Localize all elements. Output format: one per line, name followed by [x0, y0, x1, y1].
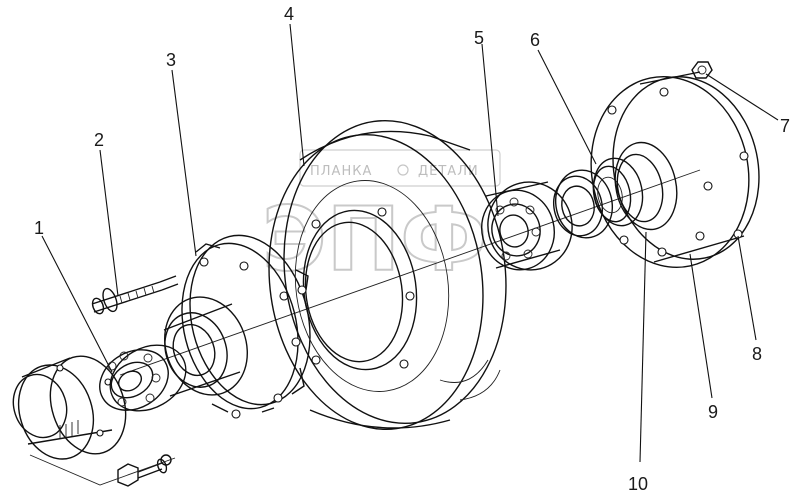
leader-5 — [481, 43, 499, 217]
callout-9: 9 — [708, 402, 718, 422]
leader-lines — [41, 23, 779, 463]
seal-ring — [553, 169, 613, 239]
leader-7 — [705, 73, 779, 121]
leader-2 — [99, 149, 119, 297]
inner-bearing — [481, 181, 573, 271]
backing-plate — [590, 71, 760, 268]
callout-2: 2 — [94, 130, 104, 150]
watermark-text-left: ПЛАНКА — [310, 164, 372, 179]
leader-8 — [737, 235, 757, 341]
leader-1 — [41, 235, 113, 373]
leader-4 — [289, 23, 305, 167]
nut — [691, 61, 713, 79]
assembly-axis — [119, 169, 701, 376]
leader-10 — [639, 231, 647, 463]
callout-8: 8 — [752, 344, 762, 364]
callout-4: 4 — [284, 4, 294, 24]
watermark-gear-icon — [397, 164, 409, 176]
watermark-logo: ЭПФ — [262, 188, 488, 291]
stud-bolt — [91, 275, 179, 315]
watermark-text-right: ДЕТАЛИ — [418, 164, 479, 179]
wheel-hub — [163, 234, 311, 419]
callouts: 1 2 3 4 5 6 7 8 9 10 — [34, 4, 790, 494]
callout-7: 7 — [780, 116, 790, 136]
cap-bolt — [29, 454, 176, 487]
leader-6 — [537, 49, 597, 165]
leader-3 — [171, 69, 197, 257]
callout-6: 6 — [530, 30, 540, 50]
outer-bearing — [99, 344, 187, 412]
leader-9 — [689, 253, 713, 399]
brake-drum — [268, 120, 507, 431]
hub-cap — [12, 355, 127, 460]
callout-1: 1 — [34, 218, 44, 238]
watermark: ПЛАНКА ДЕТАЛИ ЭПФ — [261, 149, 501, 292]
callout-5: 5 — [474, 28, 484, 48]
oil-seal — [592, 157, 644, 227]
callout-3: 3 — [166, 50, 176, 70]
axis-line — [119, 169, 701, 376]
callout-10: 10 — [628, 474, 648, 494]
